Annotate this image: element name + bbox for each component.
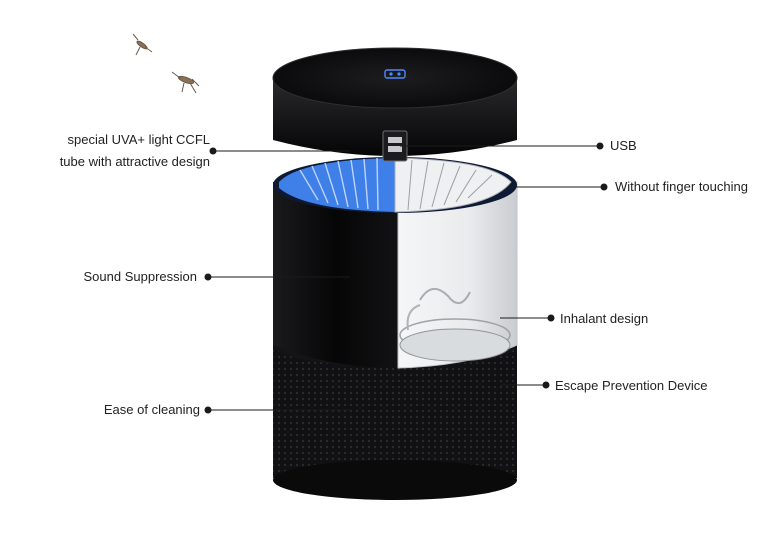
label-uva-line2: tube with attractive design	[59, 154, 210, 169]
power-indicator-icon	[384, 69, 406, 79]
callout-lines	[204, 142, 608, 414]
main-body	[273, 181, 518, 369]
label-uva-line1: special UVA+ light CCFL	[67, 132, 210, 147]
mosquito-icon	[132, 33, 153, 56]
label-usb: USB	[610, 138, 637, 153]
label-uva-light: special UVA+ light CCFL tube with attrac…	[30, 129, 210, 173]
label-sound-suppression: Sound Suppression	[83, 269, 197, 284]
mosquito-icon	[171, 71, 200, 94]
label-escape-prevention: Escape Prevention Device	[555, 378, 708, 393]
usb-port	[382, 130, 408, 162]
label-inhalant-design: Inhalant design	[560, 311, 649, 326]
uva-light-fan	[273, 157, 517, 213]
label-without-finger-touching: Without finger touching	[615, 179, 748, 194]
label-ease-of-cleaning: Ease of cleaning	[103, 402, 200, 417]
